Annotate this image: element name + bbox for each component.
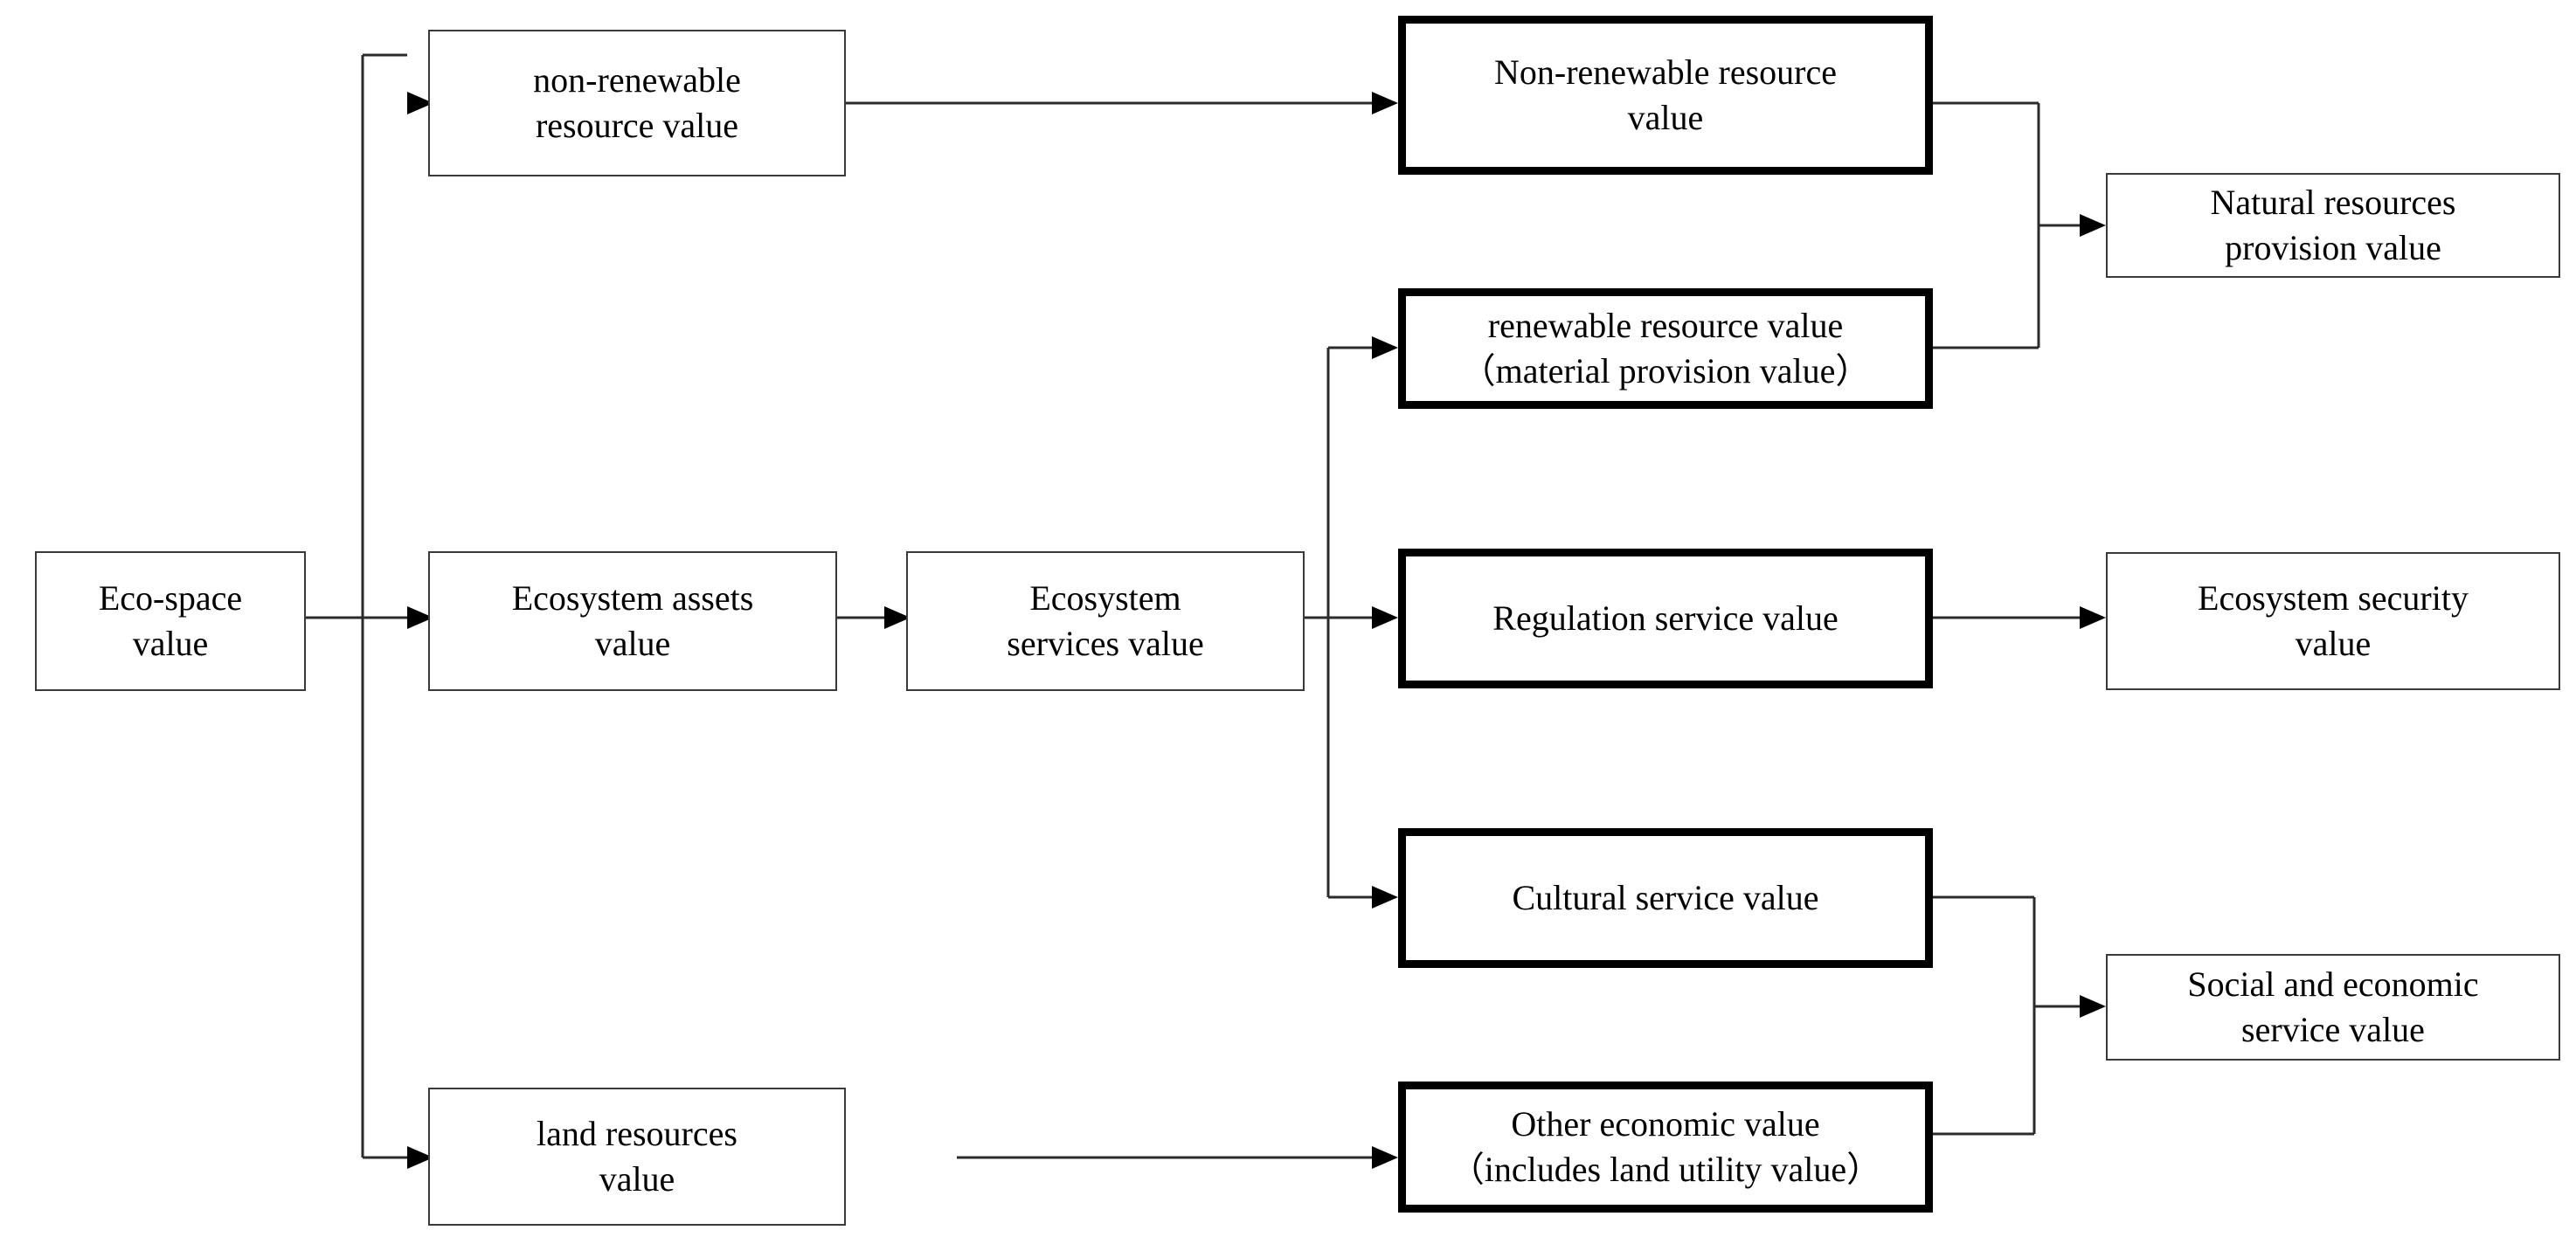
node-label-eco-space-value: Eco-space value — [98, 578, 243, 663]
arrowhead-into-natural-resources — [2080, 214, 2106, 237]
arrowhead-into-ecosystem-security — [2080, 606, 2106, 629]
arrowhead-into-cultural — [1372, 886, 1398, 909]
node-label-non-renewable-resource-value: non-renewable resource value — [533, 60, 741, 145]
node-label-natural-resources-provision-value: Natural resources provision value — [2210, 183, 2456, 267]
arrowhead-into-regulation — [1372, 606, 1398, 629]
node-eco-space-value[interactable]: Eco-space value — [35, 551, 306, 691]
node-label-other-economic-value: Other economic value （includes land util… — [1449, 1104, 1882, 1189]
node-natural-resources-provision-value[interactable]: Natural resources provision value — [2106, 173, 2560, 278]
node-label-social-and-economic-service-value: Social and economic service value — [2187, 964, 2479, 1049]
arrowhead-into-other-economic — [1372, 1146, 1398, 1169]
node-non-renewable-resource-value-bold[interactable]: Non-renewable resource value — [1398, 16, 1933, 175]
node-label-ecosystem-assets-value: Ecosystem assets value — [511, 578, 754, 663]
node-label-land-resources-value: land resources value — [537, 1114, 737, 1199]
node-label-regulation-service-value: Regulation service value — [1492, 598, 1839, 638]
arrowhead-into-social-economic — [2080, 995, 2106, 1018]
node-ecosystem-assets-value[interactable]: Ecosystem assets value — [428, 551, 837, 691]
node-label-ecosystem-services-value: Ecosystem services value — [1007, 578, 1204, 663]
node-ecosystem-security-value[interactable]: Ecosystem security value — [2106, 552, 2560, 690]
node-label-cultural-service-value: Cultural service value — [1512, 878, 1819, 917]
node-social-and-economic-service-value[interactable]: Social and economic service value — [2106, 954, 2560, 1061]
node-label-ecosystem-security-value: Ecosystem security value — [2198, 578, 2469, 663]
node-ecosystem-services-value[interactable]: Ecosystem services value — [906, 551, 1305, 691]
node-cultural-service-value[interactable]: Cultural service value — [1398, 828, 1933, 968]
node-regulation-service-value[interactable]: Regulation service value — [1398, 549, 1933, 688]
arrowhead-into-renewable — [1372, 336, 1398, 359]
node-non-renewable-resource-value[interactable]: non-renewable resource value — [428, 30, 846, 176]
node-renewable-resource-value[interactable]: renewable resource value （material provi… — [1398, 288, 1933, 409]
arrowhead-into-bold-nonrenewable — [1372, 92, 1398, 114]
node-other-economic-value[interactable]: Other economic value （includes land util… — [1398, 1082, 1933, 1213]
node-land-resources-value[interactable]: land resources value — [428, 1088, 846, 1226]
node-label-renewable-resource-value: renewable resource value （material provi… — [1460, 306, 1871, 390]
node-label-non-renewable-resource-value-bold: Non-renewable resource value — [1493, 52, 1837, 137]
